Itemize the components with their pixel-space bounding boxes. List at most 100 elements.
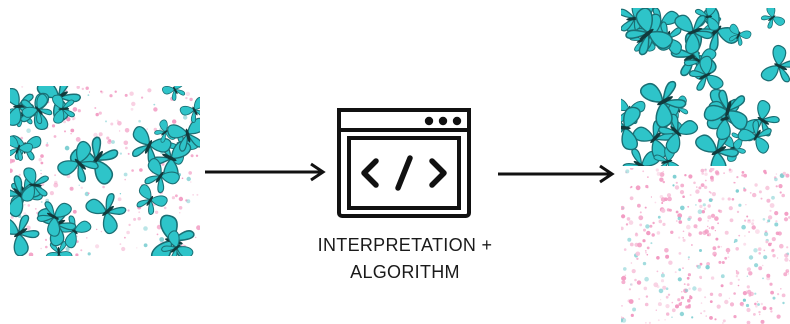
dot [763, 249, 766, 252]
dot [710, 192, 712, 194]
dot [776, 314, 781, 319]
dot [54, 174, 56, 177]
dot [777, 231, 782, 236]
dot [746, 267, 751, 272]
dot [735, 271, 740, 275]
dot [744, 219, 747, 222]
dot [51, 124, 56, 128]
dot [642, 239, 646, 243]
dot [704, 179, 707, 182]
dot [678, 220, 683, 224]
dot [178, 206, 183, 210]
dot [678, 236, 681, 239]
dot [634, 233, 639, 237]
dot [691, 316, 694, 319]
dot [770, 310, 773, 313]
dot [715, 237, 719, 241]
dot [704, 172, 708, 176]
dot [119, 243, 122, 246]
dot [677, 216, 681, 221]
dot [689, 194, 692, 196]
dot [683, 283, 686, 285]
dot [141, 96, 144, 99]
dot [737, 284, 740, 287]
dot [680, 301, 683, 304]
dot [118, 130, 121, 132]
dot [667, 293, 671, 296]
dot [656, 256, 660, 260]
dot [88, 91, 91, 93]
dot [642, 170, 645, 173]
dot [712, 246, 717, 251]
dot [78, 184, 80, 186]
dot [628, 299, 634, 304]
dot [45, 245, 48, 249]
dot [767, 219, 771, 223]
dot [700, 183, 705, 187]
dot [10, 158, 14, 164]
dot [23, 212, 27, 216]
dot [93, 132, 98, 138]
dot [651, 233, 655, 237]
butterfly-icon [621, 106, 641, 151]
dot [743, 173, 747, 178]
dot [125, 146, 128, 150]
dot [662, 285, 667, 290]
dot [738, 203, 742, 207]
dot [725, 247, 731, 253]
dot [629, 168, 634, 170]
dot [711, 192, 716, 197]
dot [687, 258, 690, 261]
dot [40, 169, 42, 171]
dot [137, 217, 141, 221]
caption-line-1: INTERPRETATION + [317, 235, 493, 255]
dot [49, 191, 55, 196]
dot [665, 295, 669, 299]
dot [779, 243, 784, 249]
dot [703, 207, 707, 211]
dot [105, 120, 107, 123]
dot [119, 193, 122, 195]
dot [657, 319, 660, 322]
dot [695, 204, 697, 206]
dot [757, 303, 760, 306]
dot [626, 217, 631, 221]
dot [159, 237, 165, 242]
dot [775, 185, 778, 188]
dot [687, 298, 691, 303]
dot [133, 217, 137, 221]
dot [748, 219, 750, 222]
dot [701, 210, 705, 214]
dot [664, 319, 666, 321]
dot [784, 211, 789, 216]
dot [705, 315, 707, 317]
dot [664, 197, 668, 201]
dot [40, 161, 44, 165]
dot [784, 253, 789, 258]
dot [743, 187, 745, 189]
dot [126, 230, 130, 235]
dot [774, 177, 778, 182]
dot [746, 289, 752, 295]
dot [696, 264, 701, 269]
dot [131, 169, 134, 172]
caption: INTERPRETATION + ALGORITHM [295, 232, 515, 286]
butterfly-icon [57, 140, 99, 183]
dot [727, 197, 731, 201]
dot [724, 299, 729, 305]
dot [69, 186, 74, 191]
dot [765, 185, 770, 191]
dot [624, 274, 627, 277]
dot [635, 185, 641, 191]
dot [778, 184, 783, 189]
butterfly-icon [161, 230, 194, 256]
dot [655, 309, 657, 311]
dot [672, 174, 677, 179]
dot [743, 188, 747, 192]
dot [708, 227, 711, 229]
dot [655, 168, 659, 172]
dot [706, 234, 710, 237]
dot [648, 321, 651, 324]
dot [671, 308, 676, 313]
butterfly-icon [703, 89, 748, 130]
